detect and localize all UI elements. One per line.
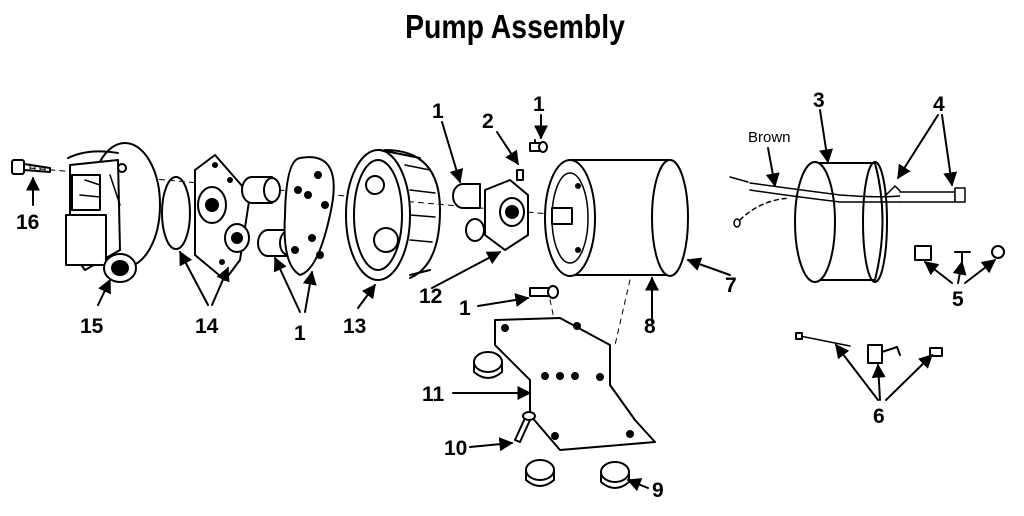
- switch-part: [795, 332, 943, 364]
- pump-head-part: [65, 142, 161, 283]
- screw-part: [11, 159, 51, 175]
- callout-6: 6: [873, 405, 885, 428]
- callout-labels: 16 15 14 1 13 1 2 1 12 1 8 7 3 4 5 6 11 …: [16, 89, 964, 502]
- wire-color-label: Brown: [748, 129, 791, 146]
- housing-part: [345, 149, 441, 281]
- callout-10: 10: [444, 437, 467, 460]
- terminal-part: [914, 245, 1005, 269]
- rubber-foot-part: [473, 351, 630, 489]
- o-ring-part: [161, 176, 191, 250]
- diaphragm-part: [194, 154, 251, 281]
- callout-7: 7: [725, 274, 737, 297]
- valve-part: [452, 183, 485, 242]
- callout-5: 5: [952, 288, 964, 311]
- callout-4: 4: [933, 93, 945, 116]
- piston-plate-part: [283, 156, 335, 276]
- screw-part: [514, 411, 536, 443]
- callout-14: 14: [195, 315, 219, 338]
- callout-12: 12: [419, 285, 442, 308]
- callout-9: 9: [652, 479, 664, 502]
- callout-16: 16: [16, 211, 39, 234]
- callout-1-lower: 1: [459, 297, 471, 320]
- screw-part: [529, 285, 559, 299]
- motor-cover-part: [794, 161, 888, 283]
- callout-11: 11: [422, 383, 445, 406]
- callout-2: 2: [482, 110, 494, 133]
- callout-8: 8: [644, 315, 656, 338]
- callout-13: 13: [343, 315, 366, 338]
- callout-1-left: 1: [294, 322, 306, 345]
- callout-3: 3: [813, 89, 825, 112]
- screw-part: [529, 139, 548, 153]
- callout-1-top: 1: [432, 100, 444, 123]
- callout-15: 15: [80, 315, 104, 338]
- wobble-plate-part: [484, 169, 529, 251]
- leader-arrows: [26, 109, 997, 492]
- motor-part: [544, 159, 689, 277]
- callout-1-screw: 1: [533, 93, 545, 116]
- diagram-title: Pump Assembly: [405, 8, 625, 45]
